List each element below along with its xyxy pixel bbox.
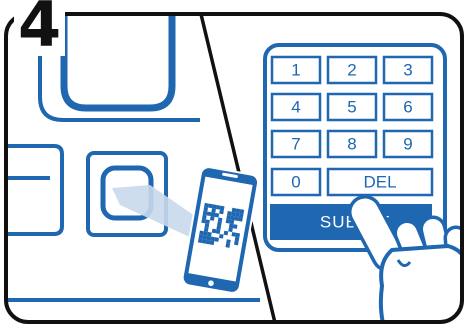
- key-0-label: 0: [291, 172, 300, 191]
- step-number: 4: [14, 0, 65, 56]
- key-7-label: 7: [291, 134, 300, 153]
- key-9-label: 9: [403, 134, 412, 153]
- card-slot: [0, 146, 62, 234]
- keypad-keys: 1 2 3 4 5 6 7 8 9 0: [272, 57, 432, 195]
- key-5-label: 5: [347, 97, 356, 116]
- key-8-label: 8: [347, 134, 356, 153]
- smartphone-icon: [181, 166, 259, 294]
- key-2-label: 2: [347, 60, 356, 79]
- key-1-label: 1: [291, 60, 300, 79]
- key-6-label: 6: [403, 97, 412, 116]
- key-3-label: 3: [403, 60, 412, 79]
- delete-key-label: DEL: [363, 172, 396, 191]
- hand-pointer-icon: [365, 212, 468, 327]
- kiosk-screen: [64, 14, 172, 108]
- key-4-label: 4: [291, 97, 300, 116]
